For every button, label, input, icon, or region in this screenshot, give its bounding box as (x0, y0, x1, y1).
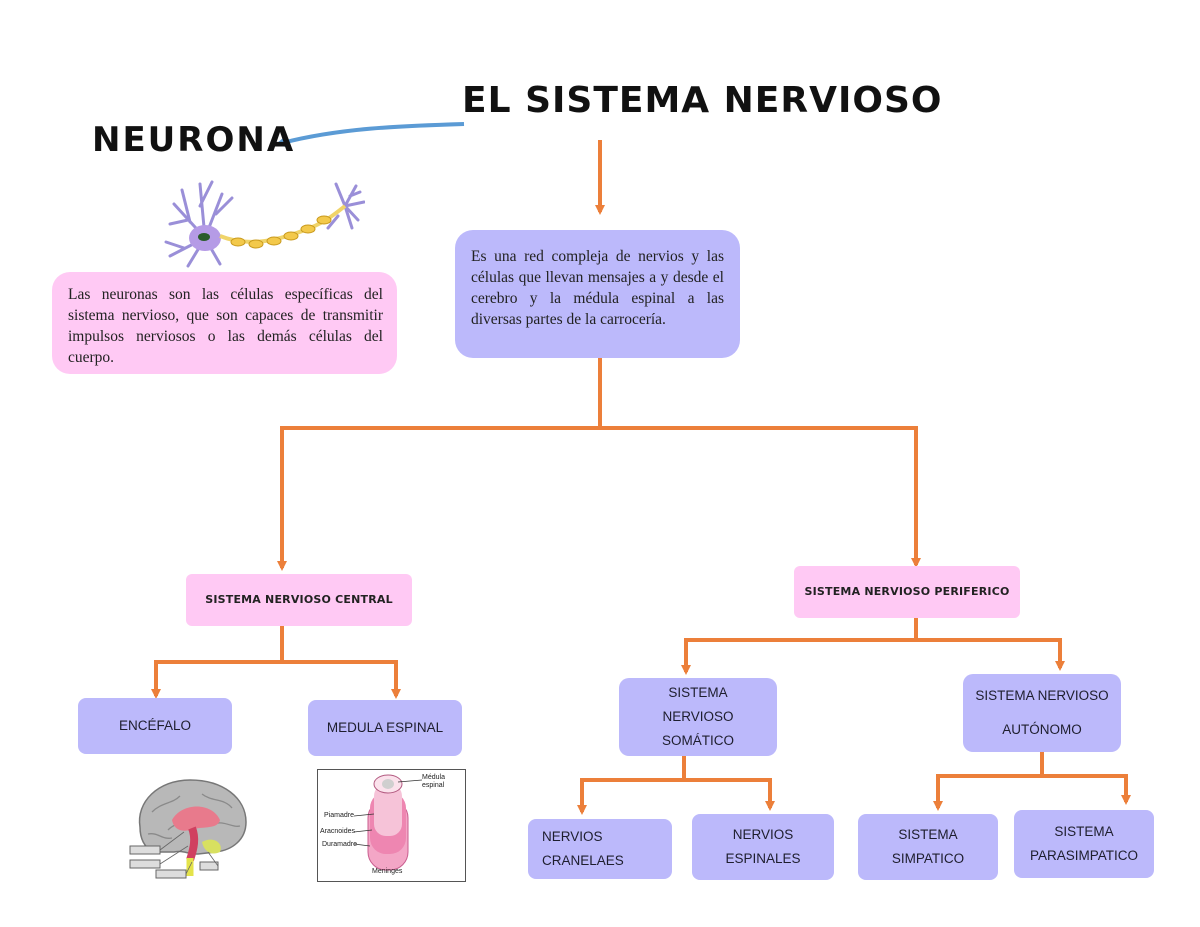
label-meninges: Meninges (372, 868, 403, 875)
somatico-box: SISTEMA NERVIOSO SOMÁTICO (619, 678, 777, 756)
label-duramadre: Duramadre (322, 841, 358, 848)
periferico-label: SISTEMA NERVIOSO PERIFERICO (804, 585, 1010, 598)
simpatico-box: SISTEMA SIMPATICO (858, 814, 998, 880)
central-box: SISTEMA NERVIOSO CENTRAL (186, 574, 412, 626)
encefalo-label: ENCÉFALO (118, 718, 192, 733)
page-title: EL SISTEMA NERVIOSO (462, 80, 943, 121)
encefalo-box: ENCÉFALO (78, 698, 232, 754)
label-piamadre: Piamadre (324, 812, 354, 819)
neurona-description-box: Las neuronas son las células específicas… (52, 272, 397, 374)
medula-espinal-label: MEDULA ESPINAL (326, 720, 444, 735)
neurona-title: NEURONA (92, 120, 296, 160)
label-medula-espinal: Médula espinal (422, 774, 445, 789)
somatico-label: SISTEMA NERVIOSO SOMÁTICO (661, 685, 734, 748)
meninges-figure: Médula espinal Piamadre Aracnoides Duram… (317, 769, 466, 882)
craneales-box: NERVIOS CRANELAES (528, 819, 672, 879)
craneales-label: NERVIOS CRANELAES (542, 829, 624, 868)
parasimpatico-box: SISTEMA PARASIMPATICO (1014, 810, 1154, 878)
autonomo-label: SISTEMA NERVIOSO AUTÓNOMO (975, 688, 1109, 737)
medula-espinal-box: MEDULA ESPINAL (308, 700, 462, 756)
definition-box: Es una red compleja de nervios y las cél… (455, 230, 740, 358)
central-label: SISTEMA NERVIOSO CENTRAL (205, 593, 393, 606)
parasimpatico-label: SISTEMA PARASIMPATICO (1029, 824, 1138, 863)
brain-illustration (129, 779, 247, 879)
simpatico-label: SISTEMA SIMPATICO (891, 827, 965, 866)
spinal-cord-illustration (353, 774, 423, 871)
periferico-box: SISTEMA NERVIOSO PERIFERICO (794, 566, 1020, 618)
definition-text: Es una red compleja de nervios y las cél… (471, 248, 724, 328)
label-aracnoides: Aracnoides (320, 828, 356, 835)
espinales-box: NERVIOS ESPINALES (692, 814, 834, 880)
neurona-description: Las neuronas son las células específicas… (68, 286, 383, 366)
autonomo-box: SISTEMA NERVIOSO AUTÓNOMO (963, 674, 1121, 752)
espinales-label: NERVIOS ESPINALES (725, 827, 801, 866)
neuron-illustration (164, 180, 365, 268)
blue-arrow (275, 122, 465, 149)
